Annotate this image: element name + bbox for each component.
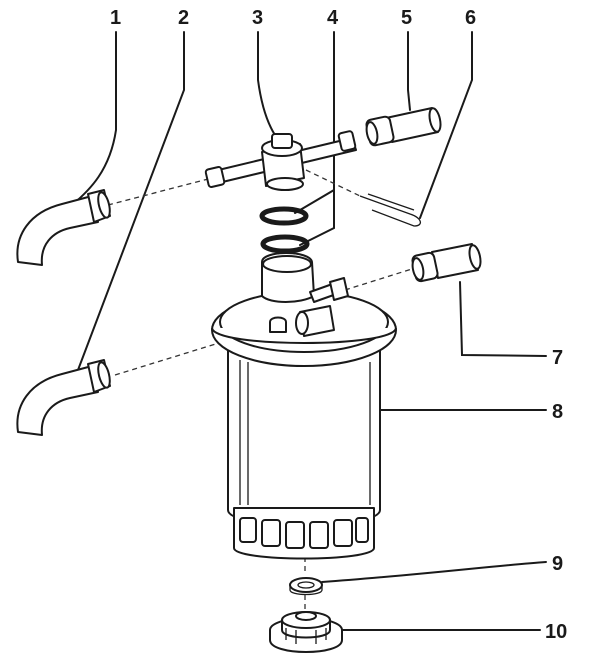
upper-hose xyxy=(16,189,111,266)
o-rings xyxy=(259,206,310,254)
sealing-washer xyxy=(289,577,323,596)
return-line-connector xyxy=(411,243,482,283)
fuel-filter xyxy=(211,252,397,560)
leader-line-2 xyxy=(77,31,185,371)
lower-hose xyxy=(16,359,111,436)
callout-2: 2 xyxy=(178,7,189,29)
leader-line-1 xyxy=(71,31,117,206)
leader-line-3 xyxy=(257,31,281,143)
callout-7: 7 xyxy=(552,347,563,369)
retaining-clip xyxy=(359,193,421,227)
alignment-line-clip xyxy=(305,169,361,197)
drain-screw xyxy=(269,611,343,653)
alignment-line-upper xyxy=(107,177,213,206)
callout-3: 3 xyxy=(252,7,263,29)
leader-line-7 xyxy=(459,281,547,357)
leader-line-6 xyxy=(419,31,473,219)
leader-line-9 xyxy=(321,561,547,583)
alignment-line-right xyxy=(344,267,416,291)
callout-10: 10 xyxy=(545,621,567,643)
callout-5: 5 xyxy=(401,7,412,29)
leader-line-5 xyxy=(407,31,411,111)
control-valve xyxy=(204,130,357,191)
callout-1: 1 xyxy=(110,7,121,29)
callout-9: 9 xyxy=(552,553,563,575)
callout-8: 8 xyxy=(552,401,563,423)
fuel-line-connector xyxy=(365,107,442,147)
callout-6: 6 xyxy=(465,7,476,29)
callout-4: 4 xyxy=(327,7,339,29)
leader-line-4b xyxy=(299,189,335,246)
